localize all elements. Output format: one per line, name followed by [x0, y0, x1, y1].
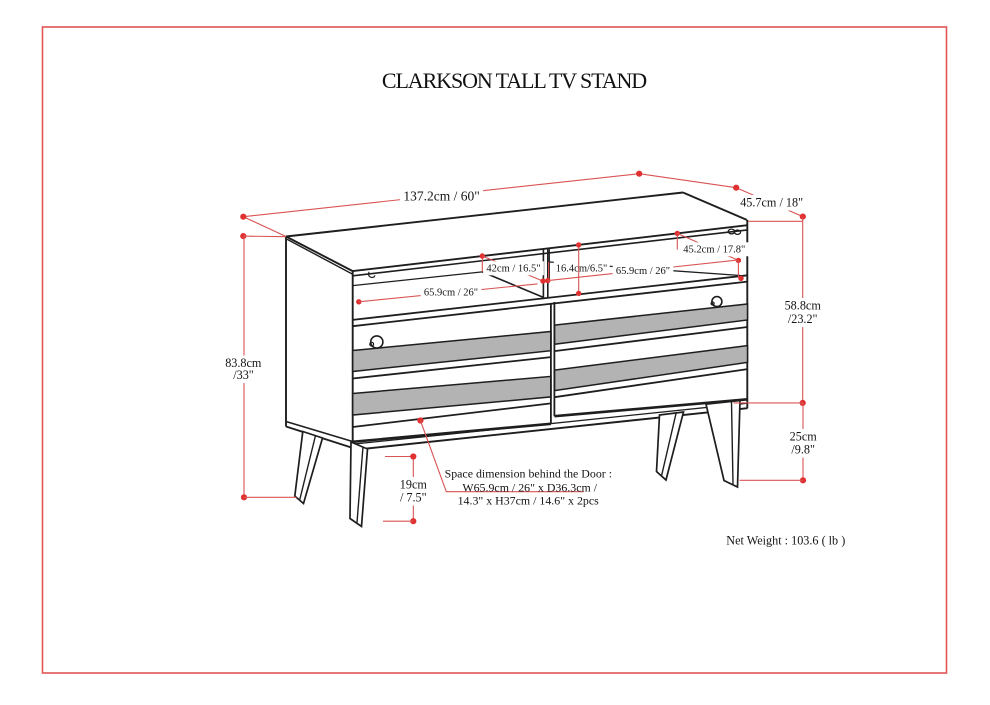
svg-text:14.3" x H37cm / 14.6" x 2pcs: 14.3" x H37cm / 14.6" x 2pcs [458, 494, 600, 508]
svg-text:16.4cm/6.5": 16.4cm/6.5" [556, 264, 608, 275]
svg-text:65.9cm / 26": 65.9cm / 26" [616, 266, 670, 277]
svg-text:19cm: 19cm [400, 478, 428, 492]
svg-text:58.8cm: 58.8cm [785, 299, 822, 313]
svg-text:Space dimension behind the Doo: Space dimension behind the Door : [445, 467, 612, 481]
svg-text:Net Weight : 103.6 ( lb ): Net Weight : 103.6 ( lb ) [726, 534, 845, 548]
svg-text:83.8cm: 83.8cm [225, 356, 262, 370]
svg-text:CLARKSON TALL TV STAND: CLARKSON TALL TV STAND [382, 68, 646, 93]
svg-text:45.7cm / 18": 45.7cm / 18" [740, 196, 803, 210]
svg-text:137.2cm / 60": 137.2cm / 60" [403, 189, 479, 204]
svg-text:/33": /33" [233, 368, 254, 382]
svg-text:/23.2": /23.2" [788, 312, 818, 326]
svg-text:65.9cm / 26": 65.9cm / 26" [424, 288, 478, 299]
svg-text:W65.9cm / 26" x D36.3cm /: W65.9cm / 26" x D36.3cm / [462, 480, 597, 494]
svg-text:25cm: 25cm [790, 430, 818, 444]
svg-text:/9.8": /9.8" [791, 443, 815, 457]
svg-text:42cm / 16.5": 42cm / 16.5" [486, 264, 540, 275]
svg-text:/ 7.5": / 7.5" [400, 491, 427, 505]
svg-text:45.2cm / 17.8": 45.2cm / 17.8" [683, 245, 745, 256]
